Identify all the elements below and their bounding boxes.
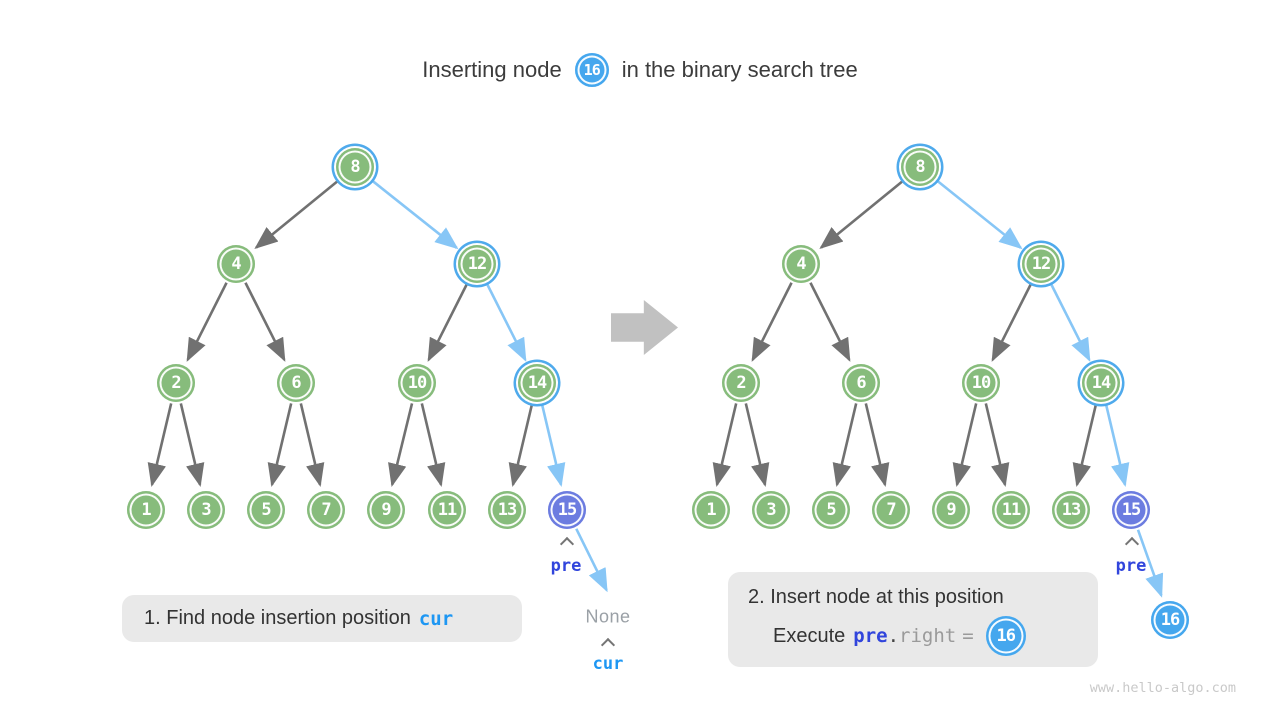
tree-node-16: 16 [1151, 601, 1189, 639]
caption-2-equals: = [962, 625, 974, 647]
tree-node-6: 6 [277, 364, 315, 402]
node-16-title-icon: 16 [574, 53, 609, 87]
edge-4-2 [186, 282, 228, 362]
tree-node-15: 15 [548, 491, 586, 529]
edge-14-15 [540, 403, 566, 487]
tree-node-4: 4 [217, 245, 255, 283]
tree-node-10: 10 [398, 364, 436, 402]
edge-2-3 [744, 403, 770, 487]
edge-4-2 [751, 282, 793, 362]
tree-node-2: 2 [157, 364, 195, 402]
edge-12-14 [485, 282, 527, 362]
caption-2-right-code: right [899, 625, 957, 647]
tree-node-11: 11 [992, 491, 1030, 529]
edge-12-14 [1049, 282, 1091, 362]
tree-node-4: 4 [782, 245, 820, 283]
edge-6-5 [267, 403, 293, 487]
tree-node-9: 9 [367, 491, 405, 529]
caption-2-execute: Execute [773, 624, 846, 647]
caption-2-line2: Execute pre . right = 16 [773, 616, 1098, 656]
tree-node-13: 13 [488, 491, 526, 529]
tree-node-7: 7 [872, 491, 910, 529]
edge-12-10 [991, 282, 1033, 362]
tree-node-1: 1 [127, 491, 165, 529]
edge-10-11 [420, 403, 446, 487]
label-none: None [585, 606, 631, 627]
tree-node-14: 14 [518, 364, 556, 402]
node-16-caption-icon: 16 [985, 616, 1026, 656]
arrow-15-to-none [575, 528, 608, 593]
tree-node-8: 8 [336, 148, 374, 186]
caption-1-text: 1. Find node insertion position [144, 607, 411, 629]
tree-node-12: 12 [458, 245, 496, 283]
edge-10-9 [952, 403, 978, 487]
edge-6-5 [832, 403, 858, 487]
watermark: www.hello-algo.com [1089, 680, 1236, 696]
edge-14-15 [1104, 403, 1130, 487]
tree-node-12: 12 [1022, 245, 1060, 283]
tree-node-11: 11 [428, 491, 466, 529]
tree-node-6: 6 [842, 364, 880, 402]
title-prefix: Inserting node [422, 57, 562, 82]
edge-2-3 [179, 403, 205, 487]
tree-node-3: 3 [187, 491, 225, 529]
edge-10-11 [984, 403, 1010, 487]
label-pre-right: pre [1115, 556, 1147, 576]
edge-15-16 [1136, 529, 1164, 598]
caption-step-1: 1. Find node insertion position cur [122, 595, 522, 642]
caption-2-line1: 2. Insert node at this position [748, 586, 1004, 608]
tree-node-14: 14 [1082, 364, 1120, 402]
tree-node-8: 8 [901, 148, 939, 186]
edge-14-13 [1072, 403, 1098, 487]
tree-node-13: 13 [1052, 491, 1090, 529]
tree-node-5: 5 [812, 491, 850, 529]
tree-node-9: 9 [932, 491, 970, 529]
edge-8-4 [819, 179, 905, 250]
tree-node-7: 7 [307, 491, 345, 529]
edge-8-12 [370, 179, 459, 250]
edge-12-10 [427, 282, 469, 362]
edge-2-1 [712, 403, 738, 487]
edge-14-13 [508, 403, 534, 487]
edge-2-1 [147, 403, 173, 487]
caption-step-2: 2. Insert node at this position Execute … [728, 572, 1098, 667]
label-pre-left: pre [550, 556, 582, 576]
caption-2-pre-code: pre [853, 625, 888, 647]
edge-8-4 [254, 179, 340, 250]
caption-2-dot: . [887, 625, 900, 647]
tree-node-3: 3 [752, 491, 790, 529]
edge-8-12 [935, 179, 1023, 250]
edge-4-6 [809, 282, 851, 362]
tree-node-2: 2 [722, 364, 760, 402]
title-suffix: in the binary search tree [621, 57, 858, 82]
tree-node-5: 5 [247, 491, 285, 529]
edge-4-6 [244, 282, 286, 362]
label-cur: cur [592, 654, 624, 674]
caption-1-cur-code: cur [418, 607, 454, 630]
edge-10-9 [388, 403, 414, 488]
tree-node-1: 1 [692, 491, 730, 529]
edge-6-7 [299, 403, 325, 487]
diagram-title: Inserting node 16 in the binary search t… [0, 53, 1280, 87]
tree-node-15: 15 [1112, 491, 1150, 529]
edge-6-7 [864, 403, 890, 487]
tree-node-10: 10 [962, 364, 1000, 402]
